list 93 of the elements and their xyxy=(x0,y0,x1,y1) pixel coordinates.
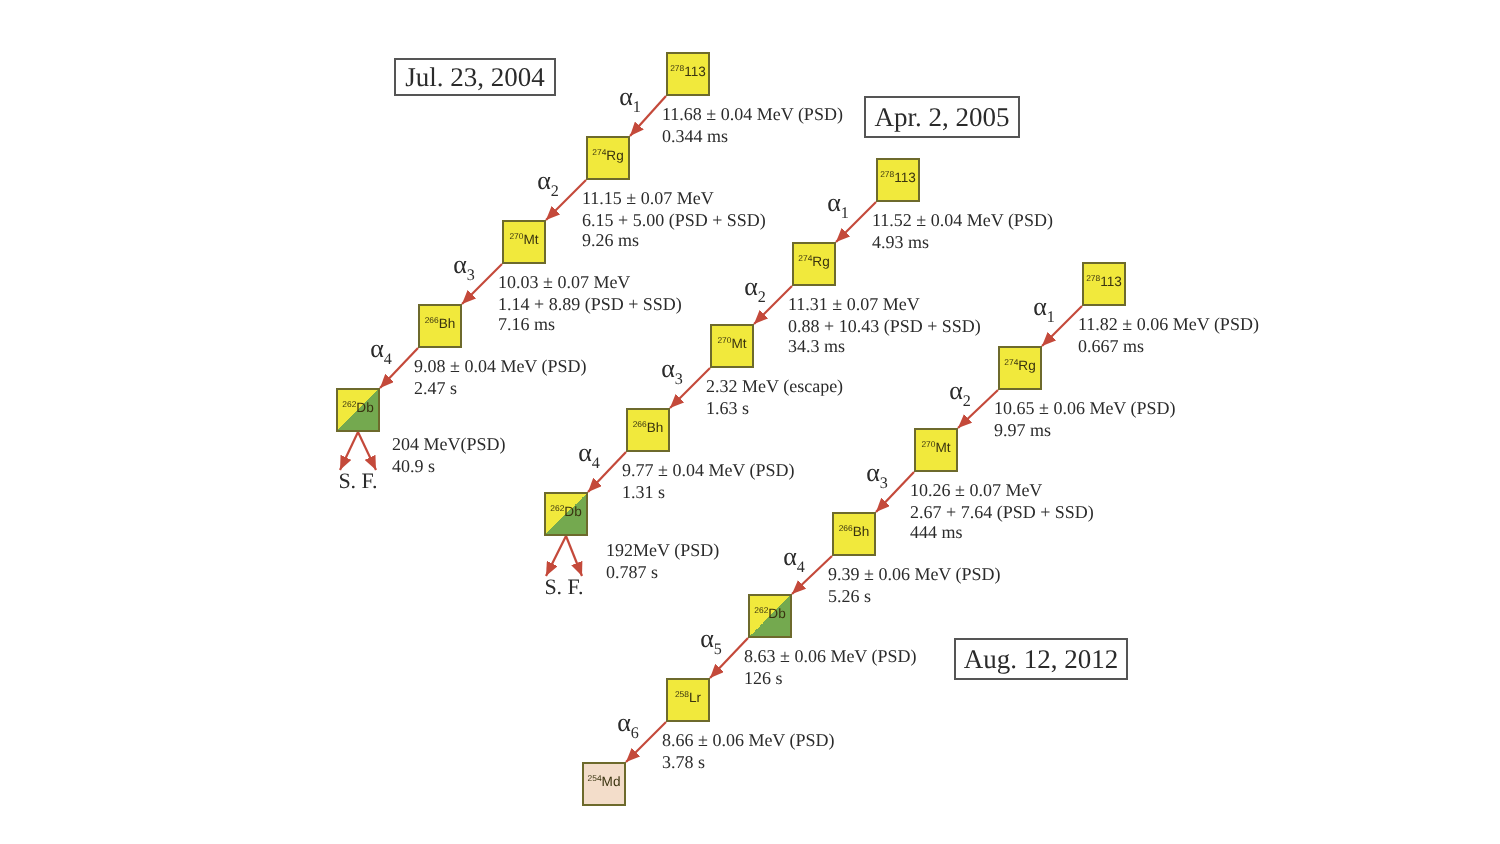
decay-data-text: 9.08 ± 0.04 MeV (PSD) xyxy=(414,356,587,377)
decay-mode-label: S. F. xyxy=(336,470,380,494)
alpha-decay-label: α$_{4}$ xyxy=(370,335,392,361)
decay-data-text: 9.97 ms xyxy=(994,419,1054,440)
decay-data-text: 11.82 ± 0.06 MeV (PSD) xyxy=(1078,314,1259,335)
decay-data-text: 11.52 ± 0.04 MeV (PSD) xyxy=(872,210,1053,231)
decay-data-text: 7.16 ms xyxy=(498,314,558,335)
decay-arrow xyxy=(339,431,359,471)
nuclide-box xyxy=(666,52,710,96)
decay-data-text: 11.68 ± 0.04 MeV (PSD) xyxy=(662,104,843,125)
decay-data-text: 40.9 s xyxy=(392,455,438,476)
date-label: Jul. 23, 2004 xyxy=(405,63,545,91)
decay-data-text: 9.39 ± 0.06 MeV (PSD) xyxy=(828,564,1001,585)
decay-arrow xyxy=(629,95,667,137)
alpha-decay-label: α$_{1}$ xyxy=(827,189,849,215)
decay-data-text: 1.63 s xyxy=(706,397,752,418)
date-box xyxy=(394,58,556,96)
nuclide-box xyxy=(582,762,626,806)
nuclide-box xyxy=(586,136,630,180)
alpha-decay-label: α$_{3}$ xyxy=(866,459,888,485)
decay-arrow xyxy=(379,347,419,389)
date-box xyxy=(864,96,1020,138)
alpha-decay-label: α$_{3}$ xyxy=(453,251,475,277)
decay-arrow xyxy=(545,535,567,577)
nuclide-box xyxy=(336,388,380,432)
decay-data-text: 10.03 ± 0.07 MeV xyxy=(498,272,633,293)
decay-data-text: 126 s xyxy=(744,667,785,688)
alpha-decay-label: α$_{4}$ xyxy=(578,439,600,465)
decay-arrow xyxy=(625,721,667,763)
decay-data-text: 11.31 ± 0.07 MeV xyxy=(788,294,922,315)
nuclide-box xyxy=(832,512,876,556)
alpha-decay-label: α$_{4}$ xyxy=(783,542,805,568)
decay-arrow xyxy=(791,555,833,595)
decay-data-text: 0.344 ms xyxy=(662,125,731,146)
alpha-decay-label: α$_{5}$ xyxy=(700,625,722,651)
decay-data-text: 204 MeV(PSD) xyxy=(392,434,506,455)
decay-data-text: 0.787 s xyxy=(606,561,661,582)
decay-data-text: 34.3 ms xyxy=(788,336,848,357)
decay-data-text: 5.26 s xyxy=(828,585,874,606)
nuclide-box xyxy=(418,304,462,348)
nuclide-box xyxy=(998,346,1042,390)
alpha-decay-label: α$_{2}$ xyxy=(744,272,766,298)
date-label: Aug. 12, 2012 xyxy=(963,645,1119,673)
decay-arrow xyxy=(669,367,711,409)
decay-arrow xyxy=(753,285,793,325)
decay-arrow xyxy=(835,201,877,243)
nuclide-box xyxy=(666,678,710,722)
nuclide-box xyxy=(792,242,836,286)
decay-data-text: 0.88 + 10.43 (PSD + SSD) xyxy=(788,315,981,336)
decay-arrow xyxy=(957,389,999,429)
decay-arrow xyxy=(461,263,503,305)
alpha-decay-label: α$_{1}$ xyxy=(619,83,641,109)
decay-data-text: 11.15 ± 0.07 MeV xyxy=(582,188,716,209)
alpha-decay-label: α$_{6}$ xyxy=(617,709,639,735)
decay-data-text: 0.667 ms xyxy=(1078,335,1147,356)
decay-data-text: 4.93 ms xyxy=(872,231,932,252)
nuclide-box xyxy=(502,220,546,264)
decay-data-text: 1.31 s xyxy=(622,481,668,502)
nuclide-box xyxy=(1082,262,1126,306)
alpha-decay-label: α$_{2}$ xyxy=(537,167,559,193)
decay-data-text: 2.32 MeV (escape) xyxy=(706,376,844,397)
decay-arrow xyxy=(1041,305,1083,347)
decay-arrow xyxy=(545,179,587,221)
decay-mode-label: S. F. xyxy=(542,576,586,600)
decay-data-text: 10.65 ± 0.06 MeV (PSD) xyxy=(994,398,1176,419)
decay-data-text: 2.67 + 7.64 (PSD + SSD) xyxy=(910,501,1094,522)
decay-data-text: 10.26 ± 0.07 MeV xyxy=(910,480,1045,501)
nuclide-box xyxy=(876,158,920,202)
nuclide-box xyxy=(626,408,670,452)
alpha-decay-label: α$_{3}$ xyxy=(661,355,683,381)
decay-data-text: 2.47 s xyxy=(414,377,460,398)
decay-arrow xyxy=(587,451,627,493)
decay-data-text: 192MeV (PSD) xyxy=(606,540,720,561)
decay-data-text: 9.26 ms xyxy=(582,230,642,251)
date-box xyxy=(954,638,1128,680)
decay-arrow xyxy=(564,535,584,577)
nuclide-box xyxy=(544,492,588,536)
decay-data-text: 8.66 ± 0.06 MeV (PSD) xyxy=(662,730,835,751)
alpha-decay-label: α$_{2}$ xyxy=(949,376,971,402)
decay-arrow xyxy=(875,471,915,513)
decay-arrow xyxy=(709,637,749,679)
decay-data-text: 9.77 ± 0.04 MeV (PSD) xyxy=(622,460,795,481)
decay-arrow xyxy=(357,431,377,471)
date-label: Apr. 2, 2005 xyxy=(874,103,1010,131)
decay-data-text: 3.78 s xyxy=(662,751,708,772)
nuclide-box xyxy=(748,594,792,638)
decay-data-text: 444 ms xyxy=(910,522,965,543)
nuclide-box xyxy=(710,324,754,368)
decay-data-text: 6.15 + 5.00 (PSD + SSD) xyxy=(582,209,766,230)
alpha-decay-label: α$_{1}$ xyxy=(1033,293,1055,319)
decay-data-text: 1.14 + 8.89 (PSD + SSD) xyxy=(498,293,682,314)
nuclide-box xyxy=(914,428,958,472)
decay-data-text: 8.63 ± 0.06 MeV (PSD) xyxy=(744,646,917,667)
